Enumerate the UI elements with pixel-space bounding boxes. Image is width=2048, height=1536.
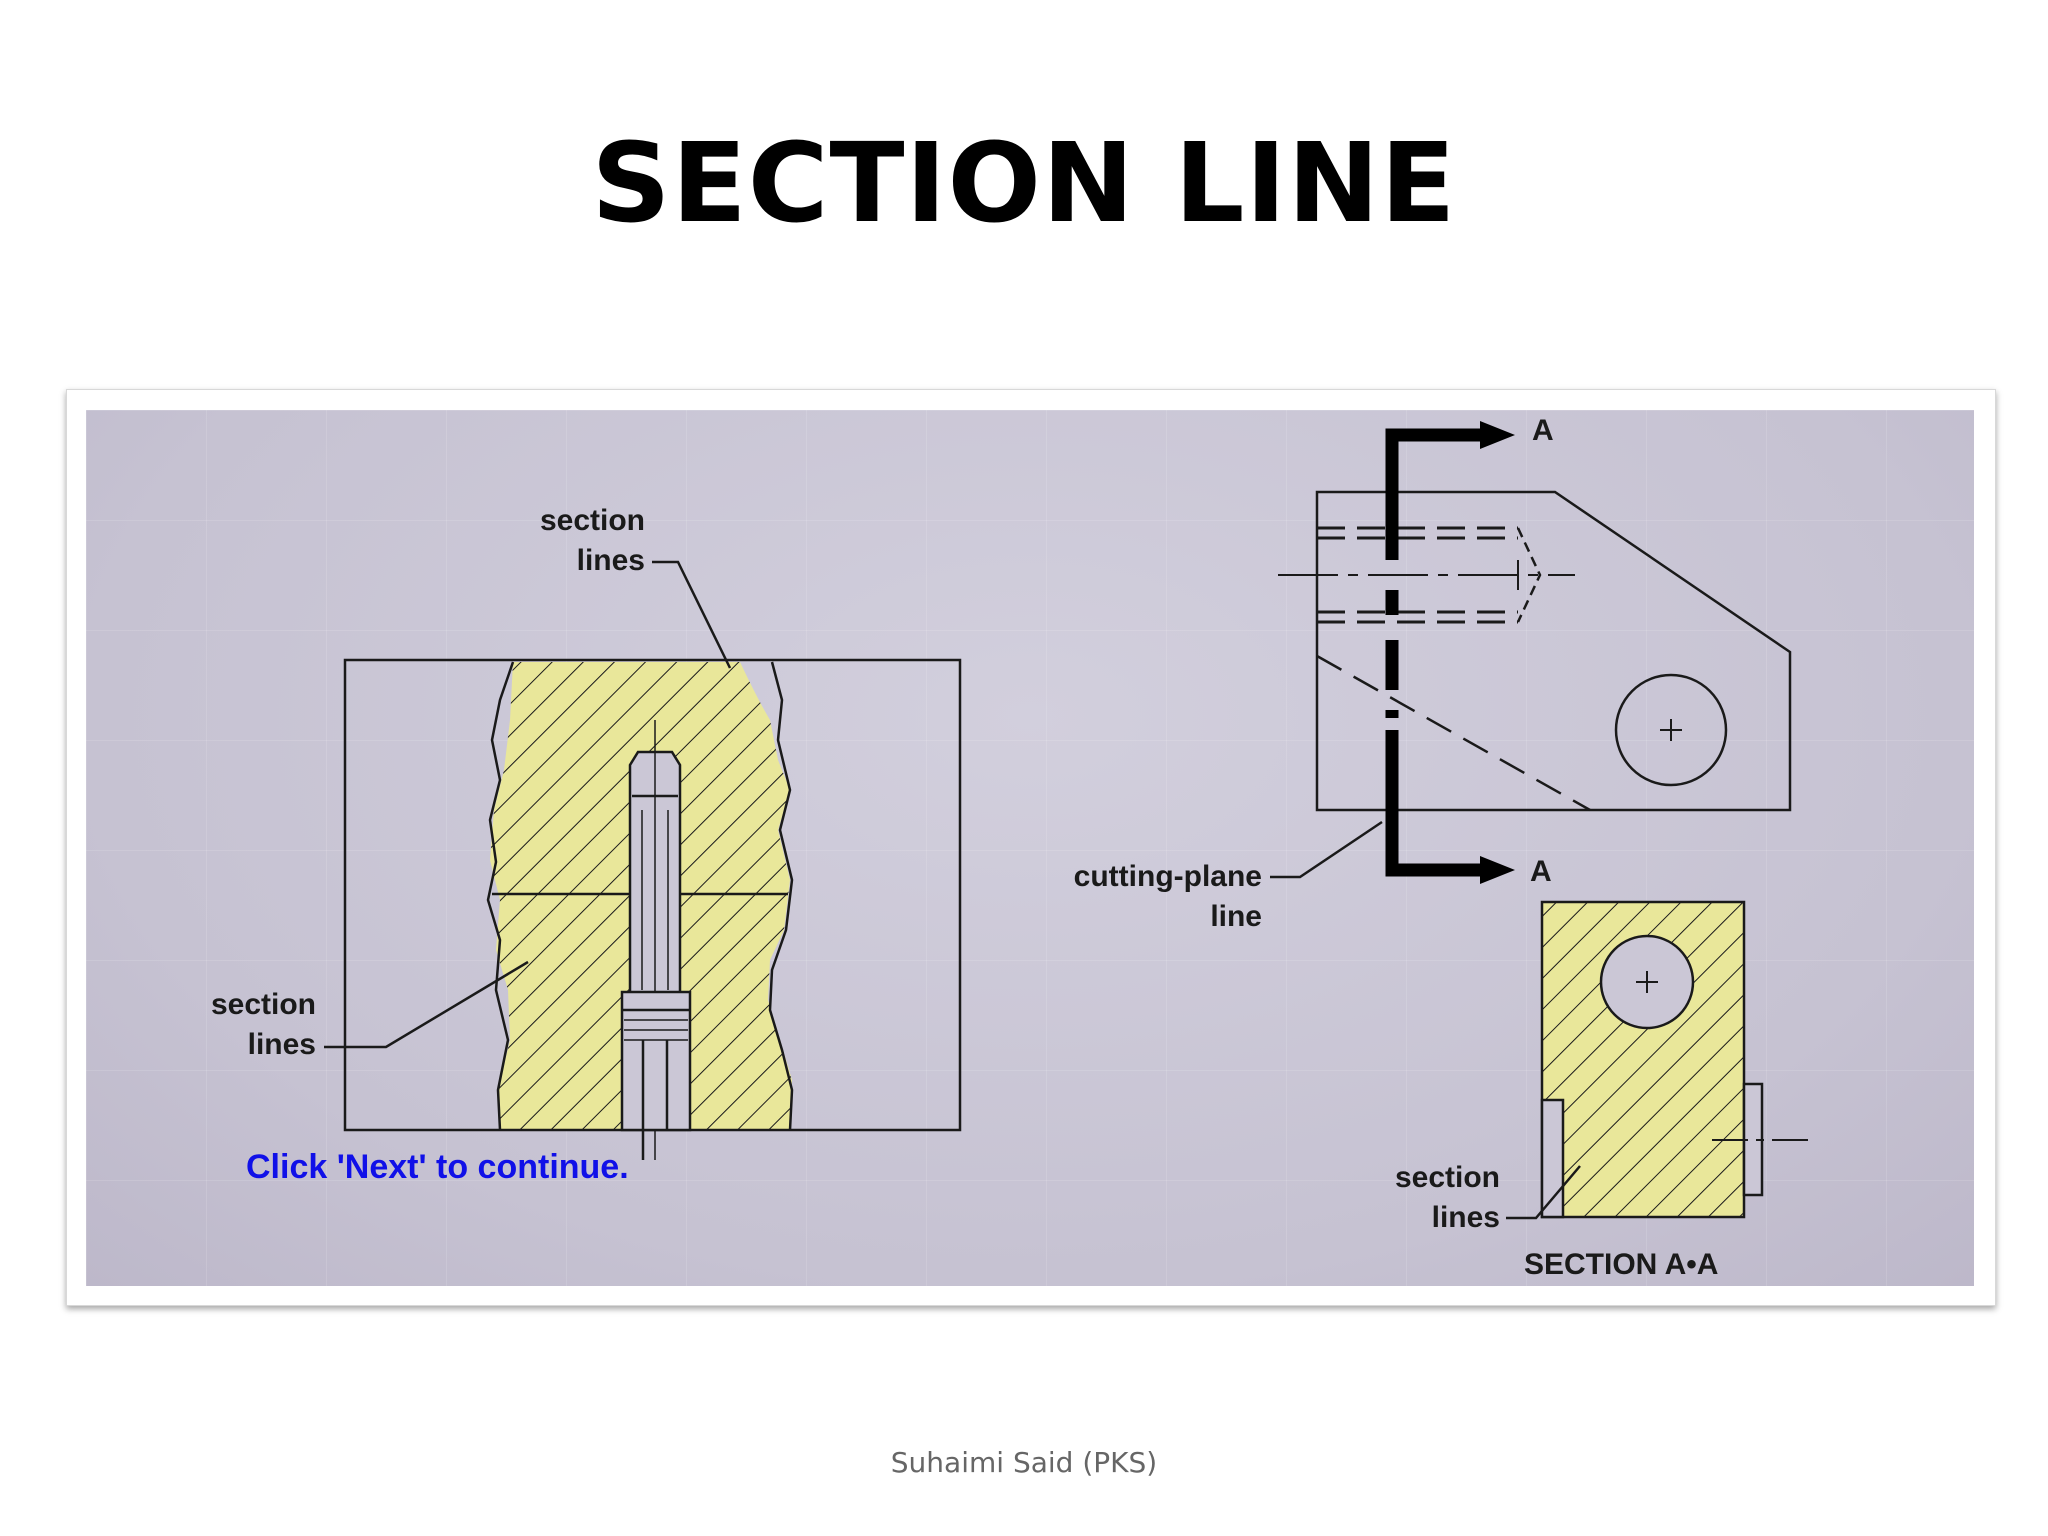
left-callout-line2: lines xyxy=(247,1028,316,1061)
front-view-hole xyxy=(1614,673,1728,787)
slide-title: SECTION LINE xyxy=(591,119,1457,247)
left-leaders xyxy=(324,560,732,1049)
top-callout-line1: section xyxy=(539,504,645,537)
front-view-outline xyxy=(1315,490,1792,812)
section-a-a-body xyxy=(1540,900,1746,1219)
arrow-label-bottom: A xyxy=(1530,855,1552,888)
cutting-plane-callout-line1: cutting-plane xyxy=(1073,860,1262,893)
section-callout-line1: section xyxy=(1394,1161,1500,1194)
slide-footer: Suhaimi Said (PKS) xyxy=(890,1446,1158,1479)
left-section-leader xyxy=(324,960,529,1049)
right-front-view xyxy=(1278,490,1792,812)
bolt xyxy=(620,720,692,1160)
section-a-a-caption: SECTION A•A xyxy=(1524,1248,1719,1281)
left-callout-line1: section xyxy=(210,988,316,1021)
cutting-plane-callout-line2: line xyxy=(1210,900,1262,933)
arrow-label-top: A xyxy=(1532,414,1554,447)
cutting-plane-line xyxy=(1385,428,1488,877)
section-a-a-leader xyxy=(1506,1165,1581,1220)
click-next-instruction[interactable]: Click 'Next' to continue. xyxy=(246,1148,629,1186)
top-callout-line2: lines xyxy=(576,544,645,577)
left-break-line-left xyxy=(486,661,515,1131)
section-a-a-view xyxy=(1540,900,1815,1219)
section-callout-line2: lines xyxy=(1431,1201,1500,1234)
top-section-leader xyxy=(652,560,732,669)
cutting-plane-arrow-bottom xyxy=(1480,856,1515,884)
left-break-line-right xyxy=(768,661,794,1131)
cutting-plane-leader xyxy=(1270,820,1383,879)
cutting-plane-arrow-top xyxy=(1480,421,1515,449)
